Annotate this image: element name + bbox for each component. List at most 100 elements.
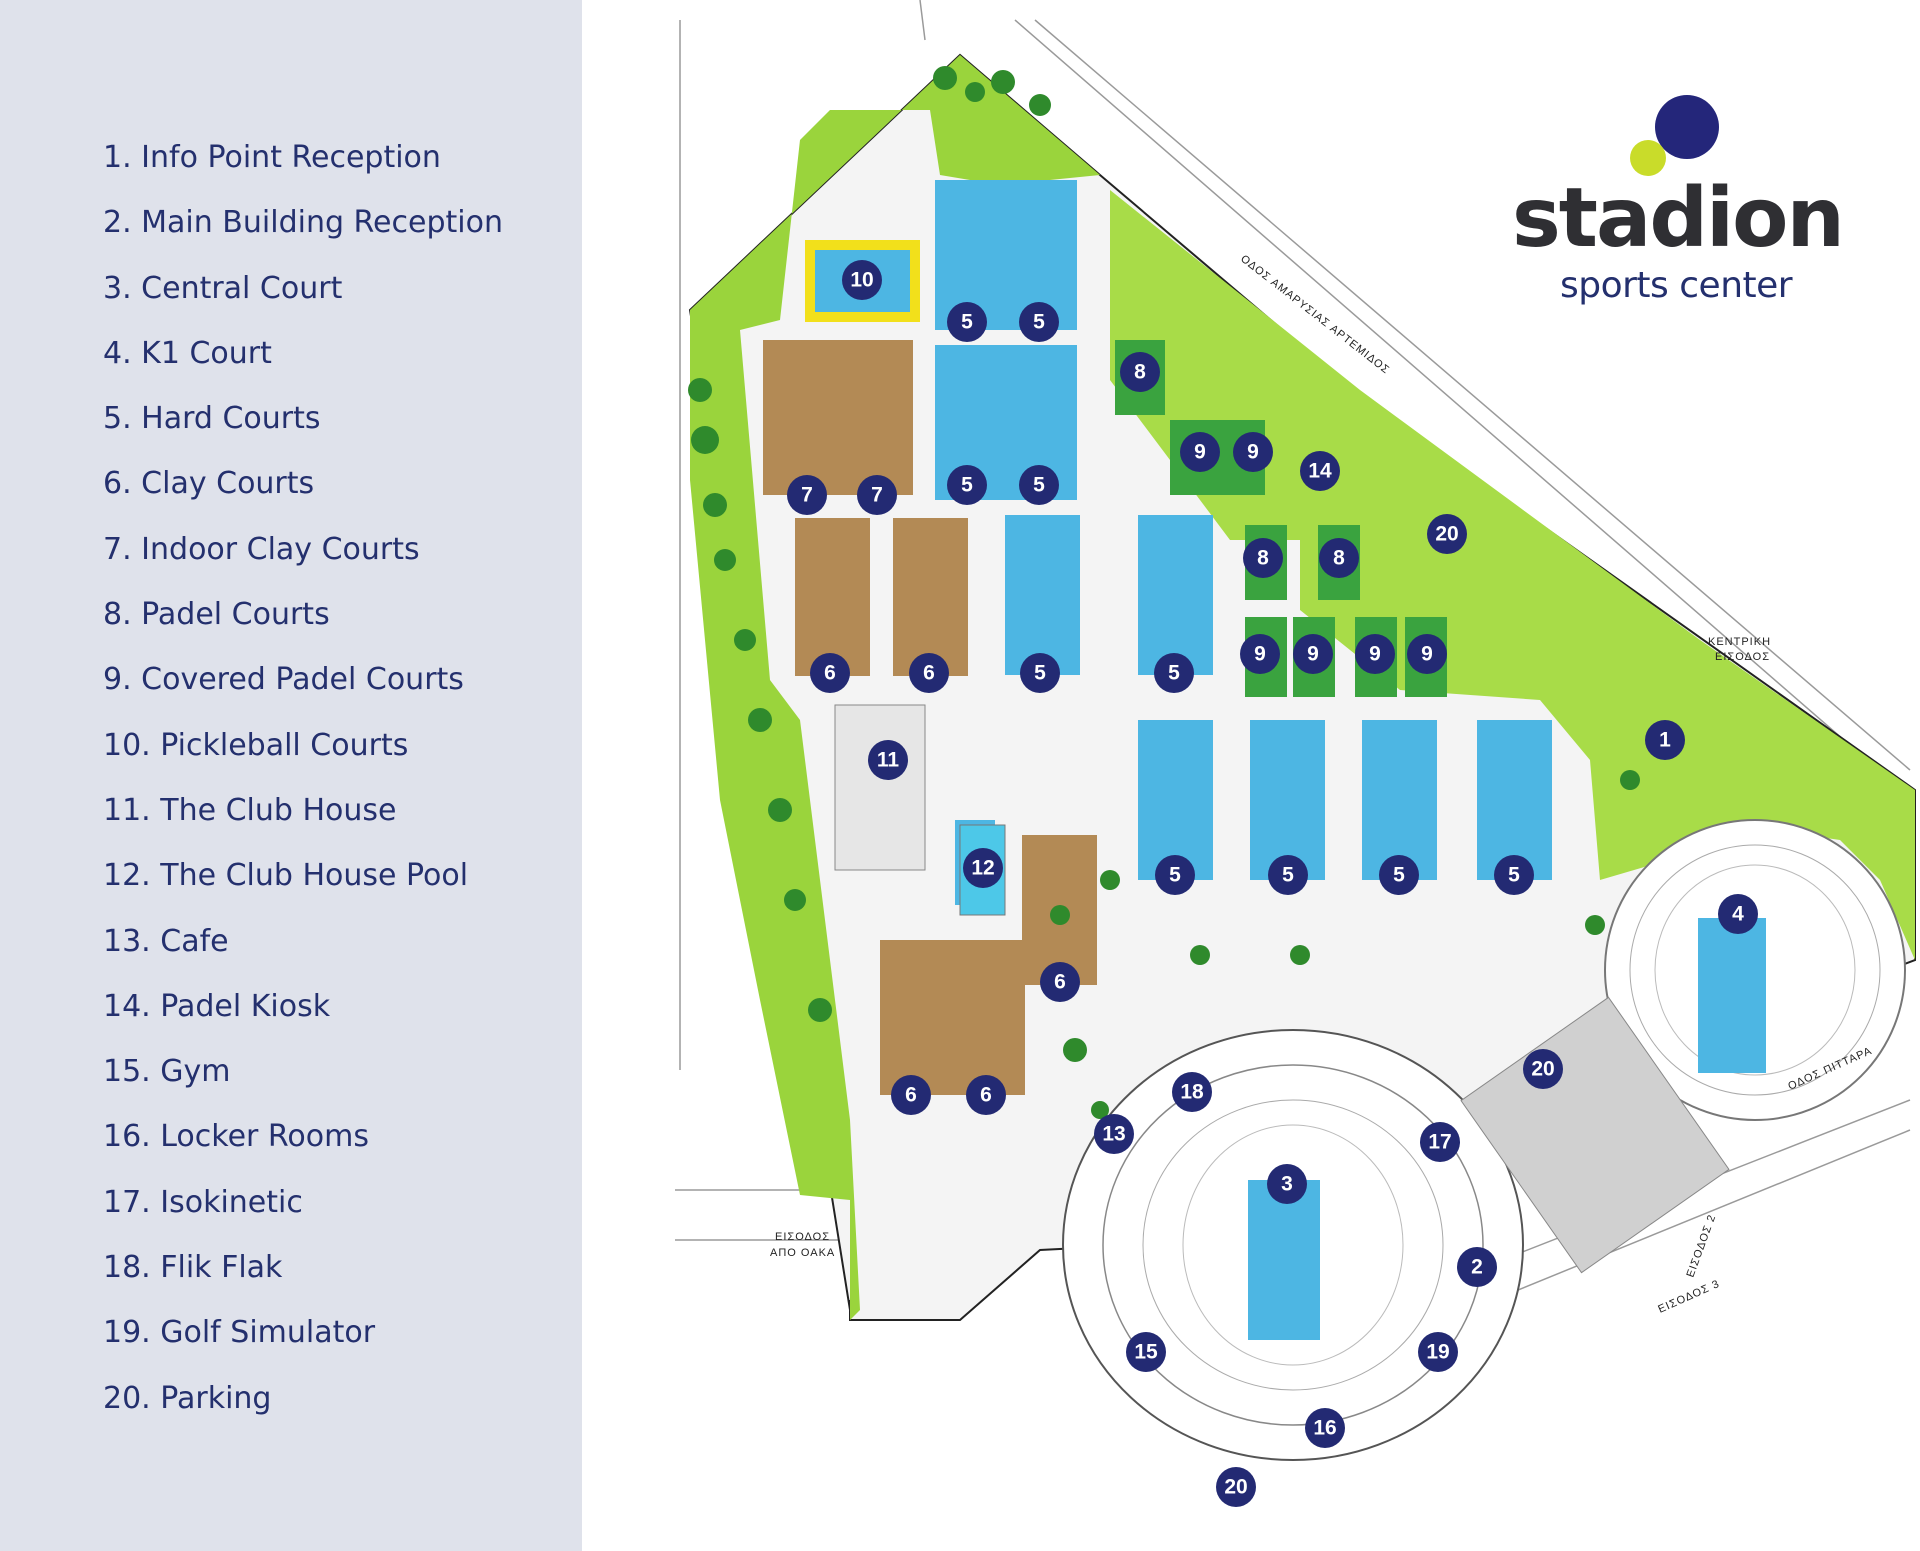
svg-text:20: 20 <box>1531 1058 1554 1081</box>
svg-text:9: 9 <box>1369 643 1381 666</box>
marker-7[interactable]: 7 <box>857 475 897 515</box>
svg-text:6: 6 <box>905 1084 917 1107</box>
marker-13[interactable]: 13 <box>1094 1114 1134 1154</box>
svg-text:9: 9 <box>1194 441 1206 464</box>
legend-panel: 1. Info Point Reception 2. Main Building… <box>0 0 582 1551</box>
svg-text:19: 19 <box>1426 1341 1449 1364</box>
svg-text:6: 6 <box>824 662 836 685</box>
svg-text:6: 6 <box>1054 971 1066 994</box>
legend-list: 1. Info Point Reception 2. Main Building… <box>103 138 503 1444</box>
marker-10[interactable]: 10 <box>842 260 882 300</box>
marker-5[interactable]: 5 <box>1154 653 1194 693</box>
marker-6[interactable]: 6 <box>810 653 850 693</box>
legend-item[interactable]: 7. Indoor Clay Courts <box>103 531 420 567</box>
marker-11[interactable]: 11 <box>868 740 908 780</box>
marker-5[interactable]: 5 <box>1019 465 1059 505</box>
legend-item[interactable]: 9. Covered Padel Courts <box>103 662 464 698</box>
marker-19[interactable]: 19 <box>1418 1332 1458 1372</box>
marker-5[interactable]: 5 <box>1155 855 1195 895</box>
club-house <box>834 704 926 871</box>
svg-text:1: 1 <box>1659 729 1671 752</box>
svg-text:5: 5 <box>1282 864 1294 887</box>
marker-8[interactable]: 8 <box>1243 538 1283 578</box>
road-label: ΑΠΟ ΟΑΚΑ <box>770 1247 835 1259</box>
legend-item[interactable]: 14. Padel Kiosk <box>103 988 331 1024</box>
legend-item[interactable]: 17. Isokinetic <box>103 1184 303 1220</box>
legend-item[interactable]: 5. Hard Courts <box>103 401 321 437</box>
marker-9[interactable]: 9 <box>1293 634 1333 674</box>
marker-14[interactable]: 14 <box>1300 451 1340 491</box>
marker-4[interactable]: 4 <box>1718 894 1758 934</box>
svg-text:5: 5 <box>961 311 973 334</box>
site-map[interactable]: ΟΔΟΣ ΑΜΑΡΥΣΙΑΣ ΑΡΤΕΜΙΔΟΣ ΟΔΟΣ ΠΙΤΤΑΡΑ ΚΕ… <box>582 0 1920 1551</box>
marker-20[interactable]: 20 <box>1216 1467 1256 1507</box>
grass-area <box>1110 190 1915 960</box>
legend-item[interactable]: 20. Parking <box>103 1380 272 1416</box>
svg-text:6: 6 <box>923 662 935 685</box>
marker-20[interactable]: 20 <box>1523 1049 1563 1089</box>
legend-item[interactable]: 8. Padel Courts <box>103 597 330 633</box>
svg-text:18: 18 <box>1180 1081 1204 1104</box>
marker-9[interactable]: 9 <box>1240 634 1280 674</box>
legend-item[interactable]: 6. Clay Courts <box>103 466 315 502</box>
legend-item[interactable]: 3. Central Court <box>103 270 343 306</box>
svg-text:13: 13 <box>1102 1123 1125 1146</box>
legend-item[interactable]: 16. Locker Rooms <box>103 1119 369 1155</box>
clay-courts <box>763 340 1097 1095</box>
svg-text:5: 5 <box>1168 662 1180 685</box>
marker-6[interactable]: 6 <box>1040 962 1080 1002</box>
svg-text:5: 5 <box>1034 662 1046 685</box>
marker-5[interactable]: 5 <box>1379 855 1419 895</box>
legend-item[interactable]: 19. Golf Simulator <box>103 1315 376 1351</box>
marker-5[interactable]: 5 <box>947 465 987 505</box>
svg-text:8: 8 <box>1257 547 1269 570</box>
legend-item[interactable]: 13. Cafe <box>103 923 229 959</box>
marker-9[interactable]: 9 <box>1180 432 1220 472</box>
legend-item[interactable]: 2. Main Building Reception <box>103 205 503 241</box>
road-label: ΕΙΣΟΔΟΣ 2 <box>1685 1213 1719 1279</box>
marker-20[interactable]: 20 <box>1427 514 1467 554</box>
road-label: ΚΕΝΤΡΙΚΗ <box>1708 636 1771 648</box>
svg-text:16: 16 <box>1313 1417 1336 1440</box>
marker-9[interactable]: 9 <box>1407 634 1447 674</box>
marker-15[interactable]: 15 <box>1126 1332 1166 1372</box>
marker-2[interactable]: 2 <box>1457 1247 1497 1287</box>
svg-text:7: 7 <box>801 484 813 507</box>
marker-9[interactable]: 9 <box>1233 432 1273 472</box>
marker-16[interactable]: 16 <box>1305 1408 1345 1448</box>
marker-8[interactable]: 8 <box>1319 538 1359 578</box>
legend-item[interactable]: 1. Info Point Reception <box>103 140 441 175</box>
tree-icons <box>688 66 1640 1119</box>
marker-5[interactable]: 5 <box>1020 653 1060 693</box>
hard-courts <box>935 180 1552 905</box>
marker-3[interactable]: 3 <box>1267 1164 1307 1204</box>
marker-5[interactable]: 5 <box>947 302 987 342</box>
svg-text:6: 6 <box>980 1084 992 1107</box>
marker-8[interactable]: 8 <box>1120 352 1160 392</box>
svg-text:5: 5 <box>1393 864 1405 887</box>
marker-1[interactable]: 1 <box>1645 720 1685 760</box>
k1-stadium <box>1604 819 1906 1121</box>
marker-18[interactable]: 18 <box>1172 1072 1212 1112</box>
marker-6[interactable]: 6 <box>909 653 949 693</box>
marker-6[interactable]: 6 <box>891 1075 931 1115</box>
marker-9[interactable]: 9 <box>1355 634 1395 674</box>
marker-7[interactable]: 7 <box>787 475 827 515</box>
marker-17[interactable]: 17 <box>1420 1122 1460 1162</box>
svg-text:8: 8 <box>1333 547 1345 570</box>
marker-5[interactable]: 5 <box>1268 855 1308 895</box>
legend-item[interactable]: 11. The Club House <box>103 792 397 828</box>
svg-text:11: 11 <box>877 749 900 772</box>
marker-5[interactable]: 5 <box>1494 855 1534 895</box>
svg-text:7: 7 <box>871 484 883 507</box>
legend-item[interactable]: 18. Flik Flak <box>103 1250 283 1286</box>
legend-item[interactable]: 10. Pickleball Courts <box>103 727 409 763</box>
marker-12[interactable]: 12 <box>963 848 1003 888</box>
svg-text:12: 12 <box>971 857 994 880</box>
legend-item[interactable]: 15. Gym <box>103 1054 231 1090</box>
legend-item[interactable]: 12. The Club House Pool <box>103 858 469 894</box>
svg-text:3: 3 <box>1281 1173 1293 1196</box>
legend-item[interactable]: 4. K1 Court <box>103 335 272 371</box>
marker-6[interactable]: 6 <box>966 1075 1006 1115</box>
marker-5[interactable]: 5 <box>1019 302 1059 342</box>
